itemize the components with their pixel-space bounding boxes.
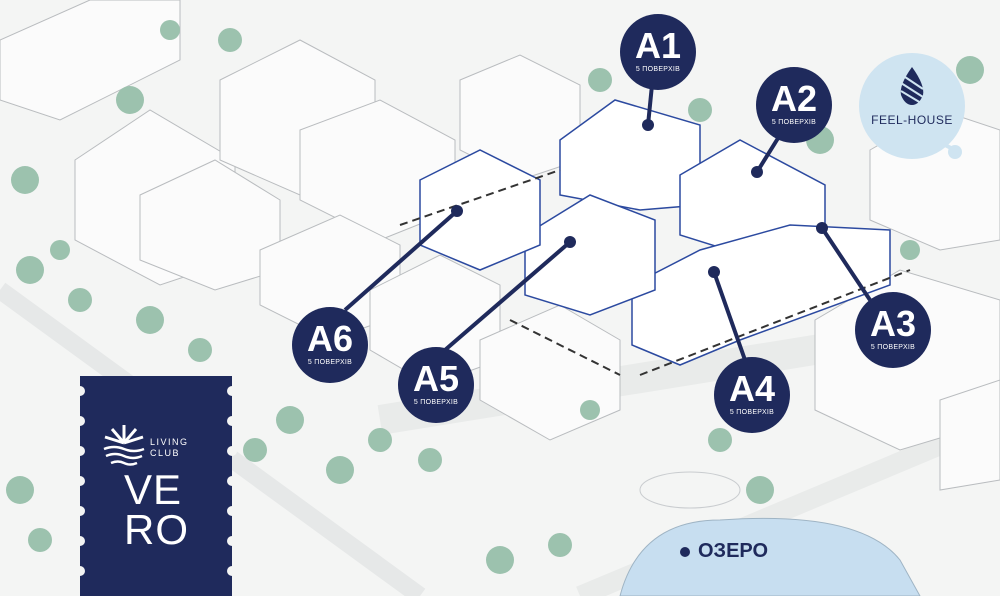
location-dot-icon: [680, 546, 690, 557]
marker-a4[interactable]: A4 5 ПОВЕРХІВ: [714, 357, 790, 433]
site-boundary: [399, 169, 911, 376]
marker-a2[interactable]: A2 5 ПОВЕРХІВ: [756, 67, 832, 143]
marker-a1[interactable]: A1 5 ПОВЕРХІВ: [620, 14, 696, 90]
brand-line-1: LIVING: [150, 437, 189, 447]
marker-label: A1: [634, 25, 682, 66]
brand-line-2: CLUB: [150, 448, 181, 458]
trees: [6, 20, 984, 574]
brand-subtitle: LIVING CLUB: [150, 437, 189, 459]
marker-label: A6: [306, 318, 354, 359]
marker-floors: 5 ПОВЕРХІВ: [729, 409, 775, 416]
highlighted-buildings: [419, 99, 891, 366]
drop-icon: [900, 67, 924, 105]
building-a1: [559, 99, 701, 211]
brand-name-top: VE: [124, 466, 183, 513]
marker-a3[interactable]: A3 5 ПОВЕРХІВ: [855, 292, 931, 368]
feel-house-logo[interactable]: FEEL-HOUSE: [859, 53, 965, 159]
marker-a6[interactable]: A6 5 ПОВЕРХІВ: [292, 307, 368, 383]
lake: [619, 517, 921, 596]
building-a3-a4: [631, 224, 891, 366]
lake-label-text: ОЗЕРО: [698, 540, 769, 562]
lake-label: ОЗЕРО: [680, 540, 768, 563]
marker-floors: 5 ПОВЕРХІВ: [413, 399, 459, 406]
marker-floors: 5 ПОВЕРХІВ: [307, 359, 353, 366]
marker-floors: 5 ПОВЕРХІВ: [635, 66, 681, 73]
sun-wave-icon: [103, 425, 145, 466]
marker-leaders: [343, 84, 872, 361]
brand-name-bottom: RO: [124, 506, 189, 553]
marker-a5[interactable]: A5 5 ПОВЕРХІВ: [398, 347, 474, 423]
marker-label: A3: [869, 303, 917, 344]
marker-floors: 5 ПОВЕРХІВ: [870, 344, 916, 351]
brand-name: VE RO: [124, 466, 214, 553]
marker-label: A5: [412, 358, 460, 399]
marker-floors: 5 ПОВЕРХІВ: [771, 119, 817, 126]
marker-label: A4: [728, 368, 776, 409]
feel-house-text: FEEL-HOUSE: [871, 113, 953, 127]
vero-logo-stamp: [75, 376, 237, 596]
building-a5: [524, 194, 656, 316]
marker-label: A2: [770, 78, 818, 119]
